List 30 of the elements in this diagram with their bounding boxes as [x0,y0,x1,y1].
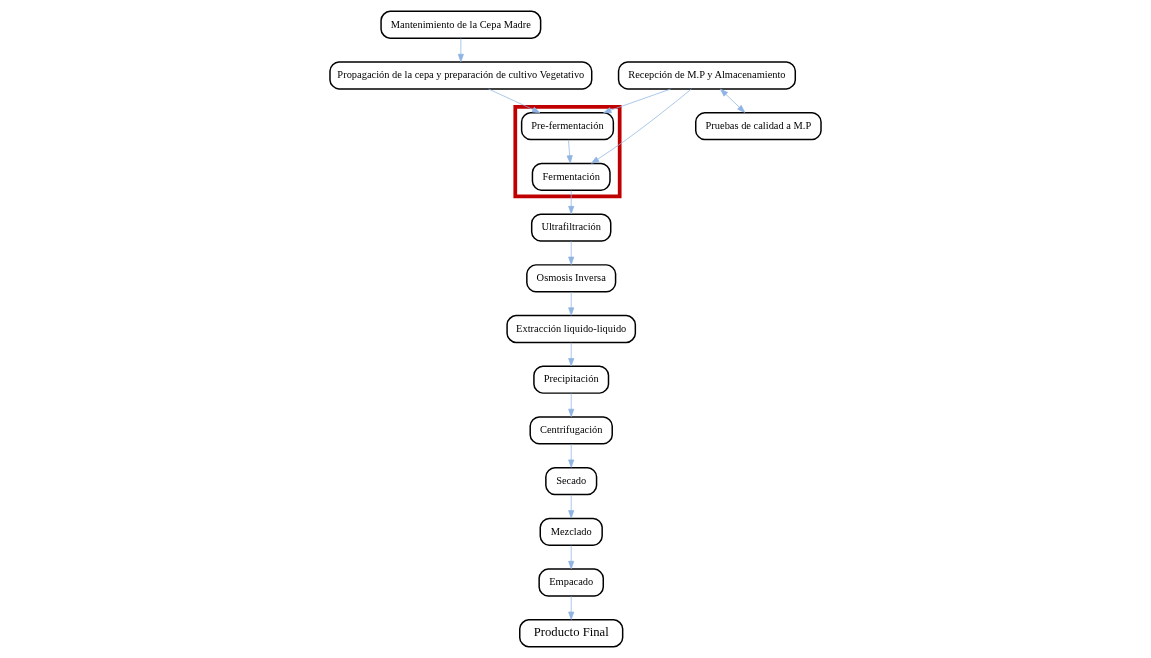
arrow [568,190,575,215]
node-box: Producto Final [519,619,624,648]
arrow [568,393,575,418]
arrow [568,240,575,265]
node-box: Secado [545,466,598,496]
arrow [591,88,692,164]
arrow [568,342,575,367]
node-box: Propagación de la cepa y preparación de cultivo Vegetativo [329,61,593,90]
arrow [568,443,575,468]
node-box: Mezclado [539,517,603,546]
node-box: Empacado [538,568,605,597]
node-box: Mantenimiento de la Cepa Madre [380,10,542,39]
node-box: Pre-fermentación [520,112,615,141]
arrow [603,88,672,114]
node-box: Extracción liquido-liquido [506,314,637,344]
node-box: Precipitación [533,365,610,394]
arrow [488,88,541,114]
node-box: Centrifugación [529,416,613,445]
node-box: Pruebas de calidad a M.P [695,112,822,141]
node-box: Recepción de M.P y Almacenamiento [617,61,797,90]
arrow [568,595,575,620]
arrow [568,545,575,570]
arrow [457,38,464,63]
arrow [720,88,746,113]
node-box: Ultrafiltración [530,213,612,242]
arrow [568,494,575,519]
arrow [566,139,573,164]
node-box: Fermentación [531,162,611,192]
node-box: Osmosis Inversa [526,264,617,293]
arrow [568,291,575,316]
